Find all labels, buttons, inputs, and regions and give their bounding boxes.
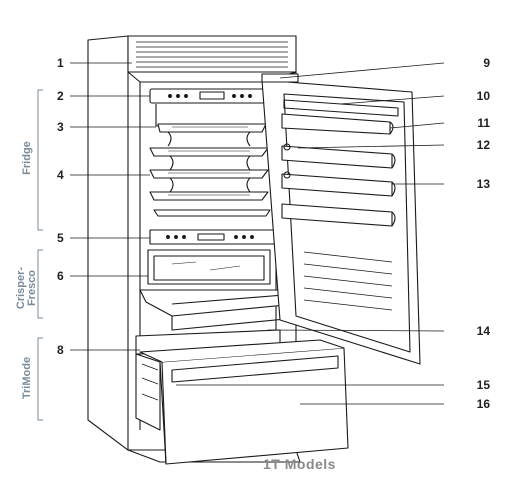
callout-5: 5: [57, 231, 64, 245]
diagram-caption: 1T Models: [263, 456, 336, 472]
lower-control-panel: [149, 229, 277, 245]
callout-9: 9: [483, 56, 490, 70]
section-label-crisper: Crisper- Fresco: [15, 256, 38, 320]
light-fixtures: [155, 104, 267, 127]
callout-8: 8: [57, 343, 64, 357]
open-door: [261, 71, 421, 365]
callout-16: 16: [476, 397, 490, 411]
callout-4: 4: [57, 168, 64, 182]
callout-14: 14: [476, 324, 490, 338]
leader-lines: [70, 62, 445, 405]
callout-1: 1: [57, 56, 64, 70]
callout-12: 12: [476, 138, 490, 152]
callout-11: 11: [477, 116, 490, 130]
callout-13: 13: [476, 177, 490, 191]
upper-control-panel: [149, 88, 277, 104]
section-label-fridge: Fridge: [21, 141, 33, 175]
callout-3: 3: [57, 120, 64, 134]
callout-6: 6: [57, 269, 64, 283]
fridge-shelves: [149, 123, 271, 217]
callout-10: 10: [476, 89, 490, 103]
trimode-drawer: [135, 329, 349, 465]
section-label-trimode: TriMode: [21, 356, 33, 400]
section-brackets: [37, 89, 43, 421]
section-label-crisper-line2: Fresco: [26, 269, 38, 307]
callout-2: 2: [57, 89, 64, 103]
callout-15: 15: [476, 378, 490, 392]
top-grille: [136, 41, 288, 68]
